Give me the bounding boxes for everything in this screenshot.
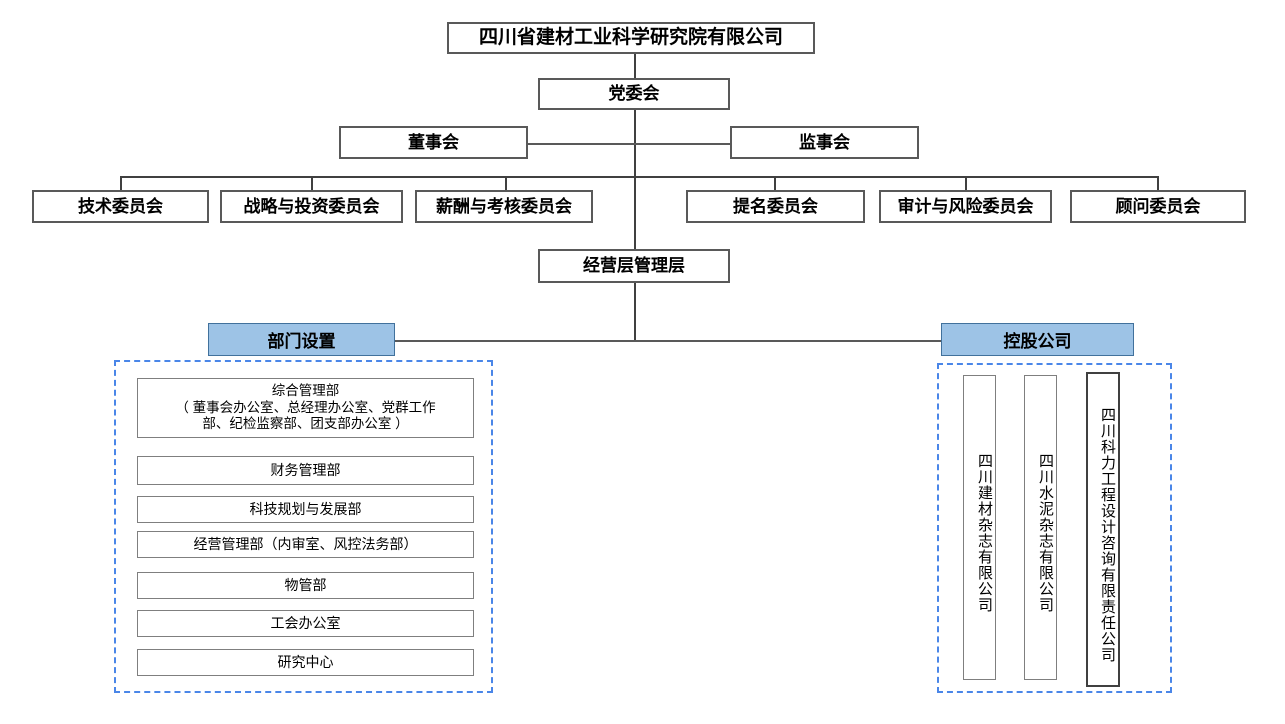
- committee-audit-risk-box: 审计与风险委员会: [879, 190, 1052, 223]
- connector-drop-advisory: [1157, 176, 1159, 190]
- committee-technology-box: 技术委员会: [32, 190, 209, 223]
- department-box-union-office: 工会办公室: [137, 610, 474, 637]
- department-box-general-management: 综合管理部 （ 董事会办公室、总经理办公室、党群工作 部、纪检监察部、团支部办公…: [137, 378, 474, 438]
- department-box-sci-tech-planning: 科技规划与发展部: [137, 496, 474, 523]
- connector-drop-tech: [120, 176, 122, 190]
- connector-management-down: [634, 283, 636, 341]
- committee-compensation-assessment-box: 薪酬与考核委员会: [415, 190, 593, 223]
- departments-header: 部门设置: [208, 323, 395, 356]
- connector-drop-strategy: [311, 176, 313, 190]
- department-box-research-center: 研究中心: [137, 649, 474, 676]
- company-title-box: 四川省建材工业科学研究院有限公司: [447, 22, 815, 54]
- committee-nomination-box: 提名委员会: [686, 190, 865, 223]
- committee-advisory-box: 顾问委员会: [1070, 190, 1246, 223]
- department-box-operations-management: 经营管理部（内审室、风控法务部）: [137, 531, 474, 558]
- connector-drop-nomination: [774, 176, 776, 190]
- department-box-property-management: 物管部: [137, 572, 474, 599]
- connector-section-bus: [394, 340, 942, 342]
- connector-central-spine: [634, 108, 636, 249]
- board-of-supervisors-box: 监事会: [730, 126, 919, 159]
- connector-drop-compensation: [505, 176, 507, 190]
- connector-drop-audit: [965, 176, 967, 190]
- connector-committee-bus: [121, 176, 1158, 178]
- board-of-directors-box: 董事会: [339, 126, 528, 159]
- connector-title-to-party: [634, 52, 636, 80]
- management-layer-box: 经营层管理层: [538, 249, 730, 283]
- departments-group: [114, 360, 493, 693]
- holding-box-sichuan-keli-engineering: 四川科力工程设计咨询有限责任公司: [1086, 372, 1120, 687]
- holding-box-sichuan-jiancai-magazine: 四川建材杂志有限公司: [963, 375, 996, 680]
- connector-board-supervisor: [527, 143, 735, 145]
- holdings-group: [937, 363, 1172, 693]
- holding-box-sichuan-cement-magazine: 四川水泥杂志有限公司: [1024, 375, 1057, 680]
- holdings-header: 控股公司: [941, 323, 1134, 356]
- committee-strategy-investment-box: 战略与投资委员会: [220, 190, 403, 223]
- department-box-finance: 财务管理部: [137, 456, 474, 485]
- party-committee-box: 党委会: [538, 78, 730, 110]
